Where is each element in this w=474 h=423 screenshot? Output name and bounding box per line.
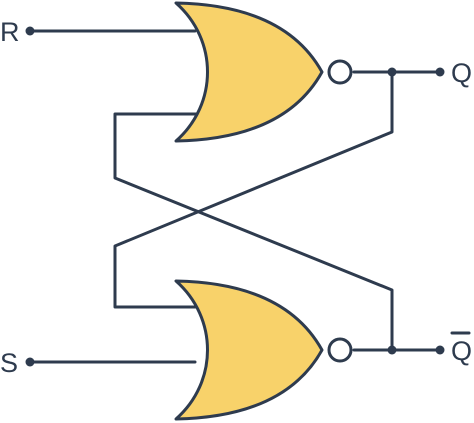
q-terminal-dot [435, 67, 445, 77]
r-terminal-dot [25, 26, 35, 36]
lower-nor-gate [174, 279, 324, 421]
feedback-wire-q-bar-to-upper-gate [113, 112, 394, 352]
r-label: R [0, 17, 20, 47]
q-bar-label: Q [451, 336, 472, 366]
q-label: Q [451, 58, 472, 88]
feedback-wire-q-to-lower-gate [113, 70, 394, 309]
s-label: S [0, 348, 18, 378]
q-bar-junction-dot [387, 345, 397, 355]
q-bar-terminal-dot [435, 345, 445, 355]
s-terminal-dot [25, 357, 35, 367]
lower-nor-inversion-bubble [327, 337, 353, 363]
upper-nor-gate [174, 1, 324, 143]
q-junction-dot [387, 67, 397, 77]
upper-nor-inversion-bubble [327, 59, 353, 85]
